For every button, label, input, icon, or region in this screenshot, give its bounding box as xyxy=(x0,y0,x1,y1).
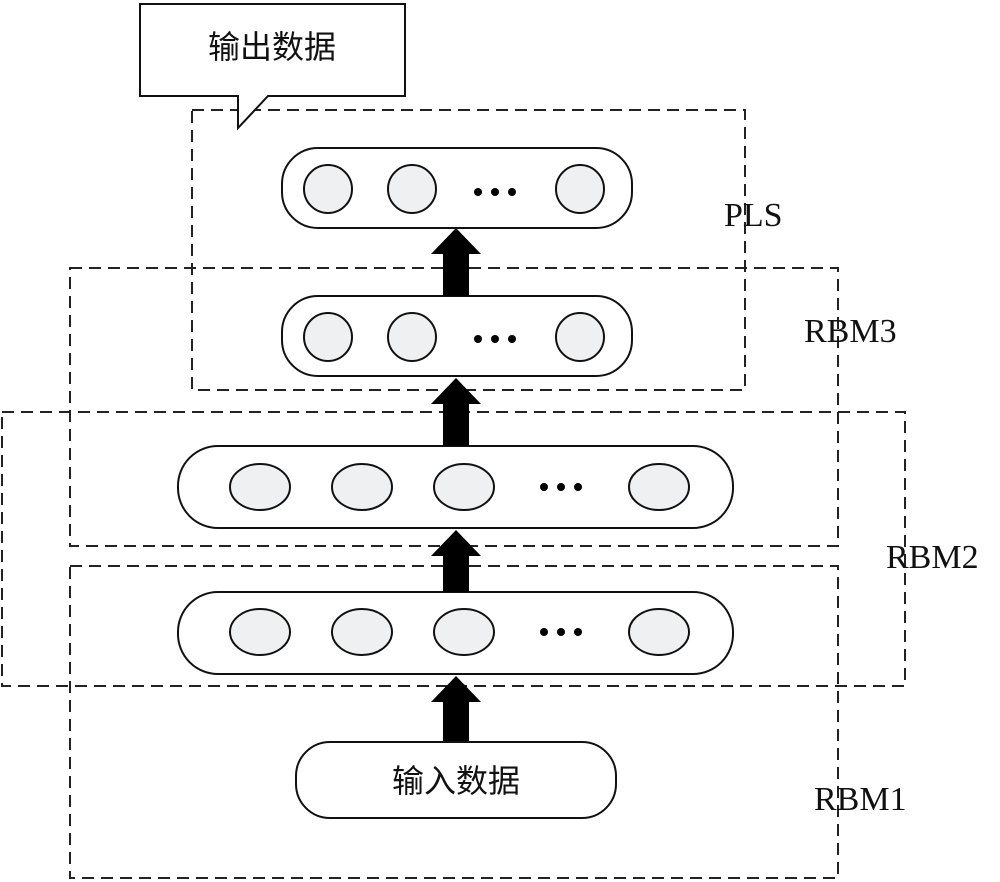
node xyxy=(229,463,291,511)
input-data-box xyxy=(295,741,617,819)
node xyxy=(387,312,437,362)
ellipsis-dot xyxy=(557,483,565,491)
up-arrow-icon xyxy=(431,676,481,741)
ellipsis-dot xyxy=(508,335,516,343)
ellipsis-dot xyxy=(474,335,482,343)
rbm2-label: RBM2 xyxy=(886,539,979,576)
ellipsis-dot xyxy=(474,188,482,196)
up-arrow-icon xyxy=(431,530,481,592)
node xyxy=(433,463,495,511)
pls-label: PLS xyxy=(724,197,783,234)
node xyxy=(628,608,690,656)
up-arrow-icon xyxy=(431,228,481,296)
ellipsis-dot xyxy=(491,335,499,343)
up-arrow-icon xyxy=(431,378,481,446)
node xyxy=(331,608,393,656)
ellipsis-dot xyxy=(557,628,565,636)
node xyxy=(433,608,495,656)
node xyxy=(555,312,605,362)
layer-top xyxy=(281,147,633,229)
output-callout-text: 输出数据 xyxy=(208,28,336,66)
layer-2 xyxy=(177,445,734,529)
ellipsis-dot xyxy=(540,628,548,636)
layer-3 xyxy=(281,295,633,377)
node xyxy=(387,164,437,214)
output-callout xyxy=(139,3,406,131)
node xyxy=(303,312,353,362)
ellipsis-dot xyxy=(540,483,548,491)
node xyxy=(303,164,353,214)
rbm1-label: RBM1 xyxy=(814,781,907,818)
ellipsis-dot xyxy=(508,188,516,196)
node xyxy=(331,463,393,511)
ellipsis-dot xyxy=(574,628,582,636)
pls-region xyxy=(191,109,746,391)
rbm3-label: RBM3 xyxy=(804,313,897,350)
ellipsis-dot xyxy=(574,483,582,491)
node xyxy=(229,608,291,656)
ellipsis-dot xyxy=(491,188,499,196)
node xyxy=(628,463,690,511)
input-data-text: 输入数据 xyxy=(392,762,520,800)
node xyxy=(555,164,605,214)
layer-1 xyxy=(177,591,734,675)
